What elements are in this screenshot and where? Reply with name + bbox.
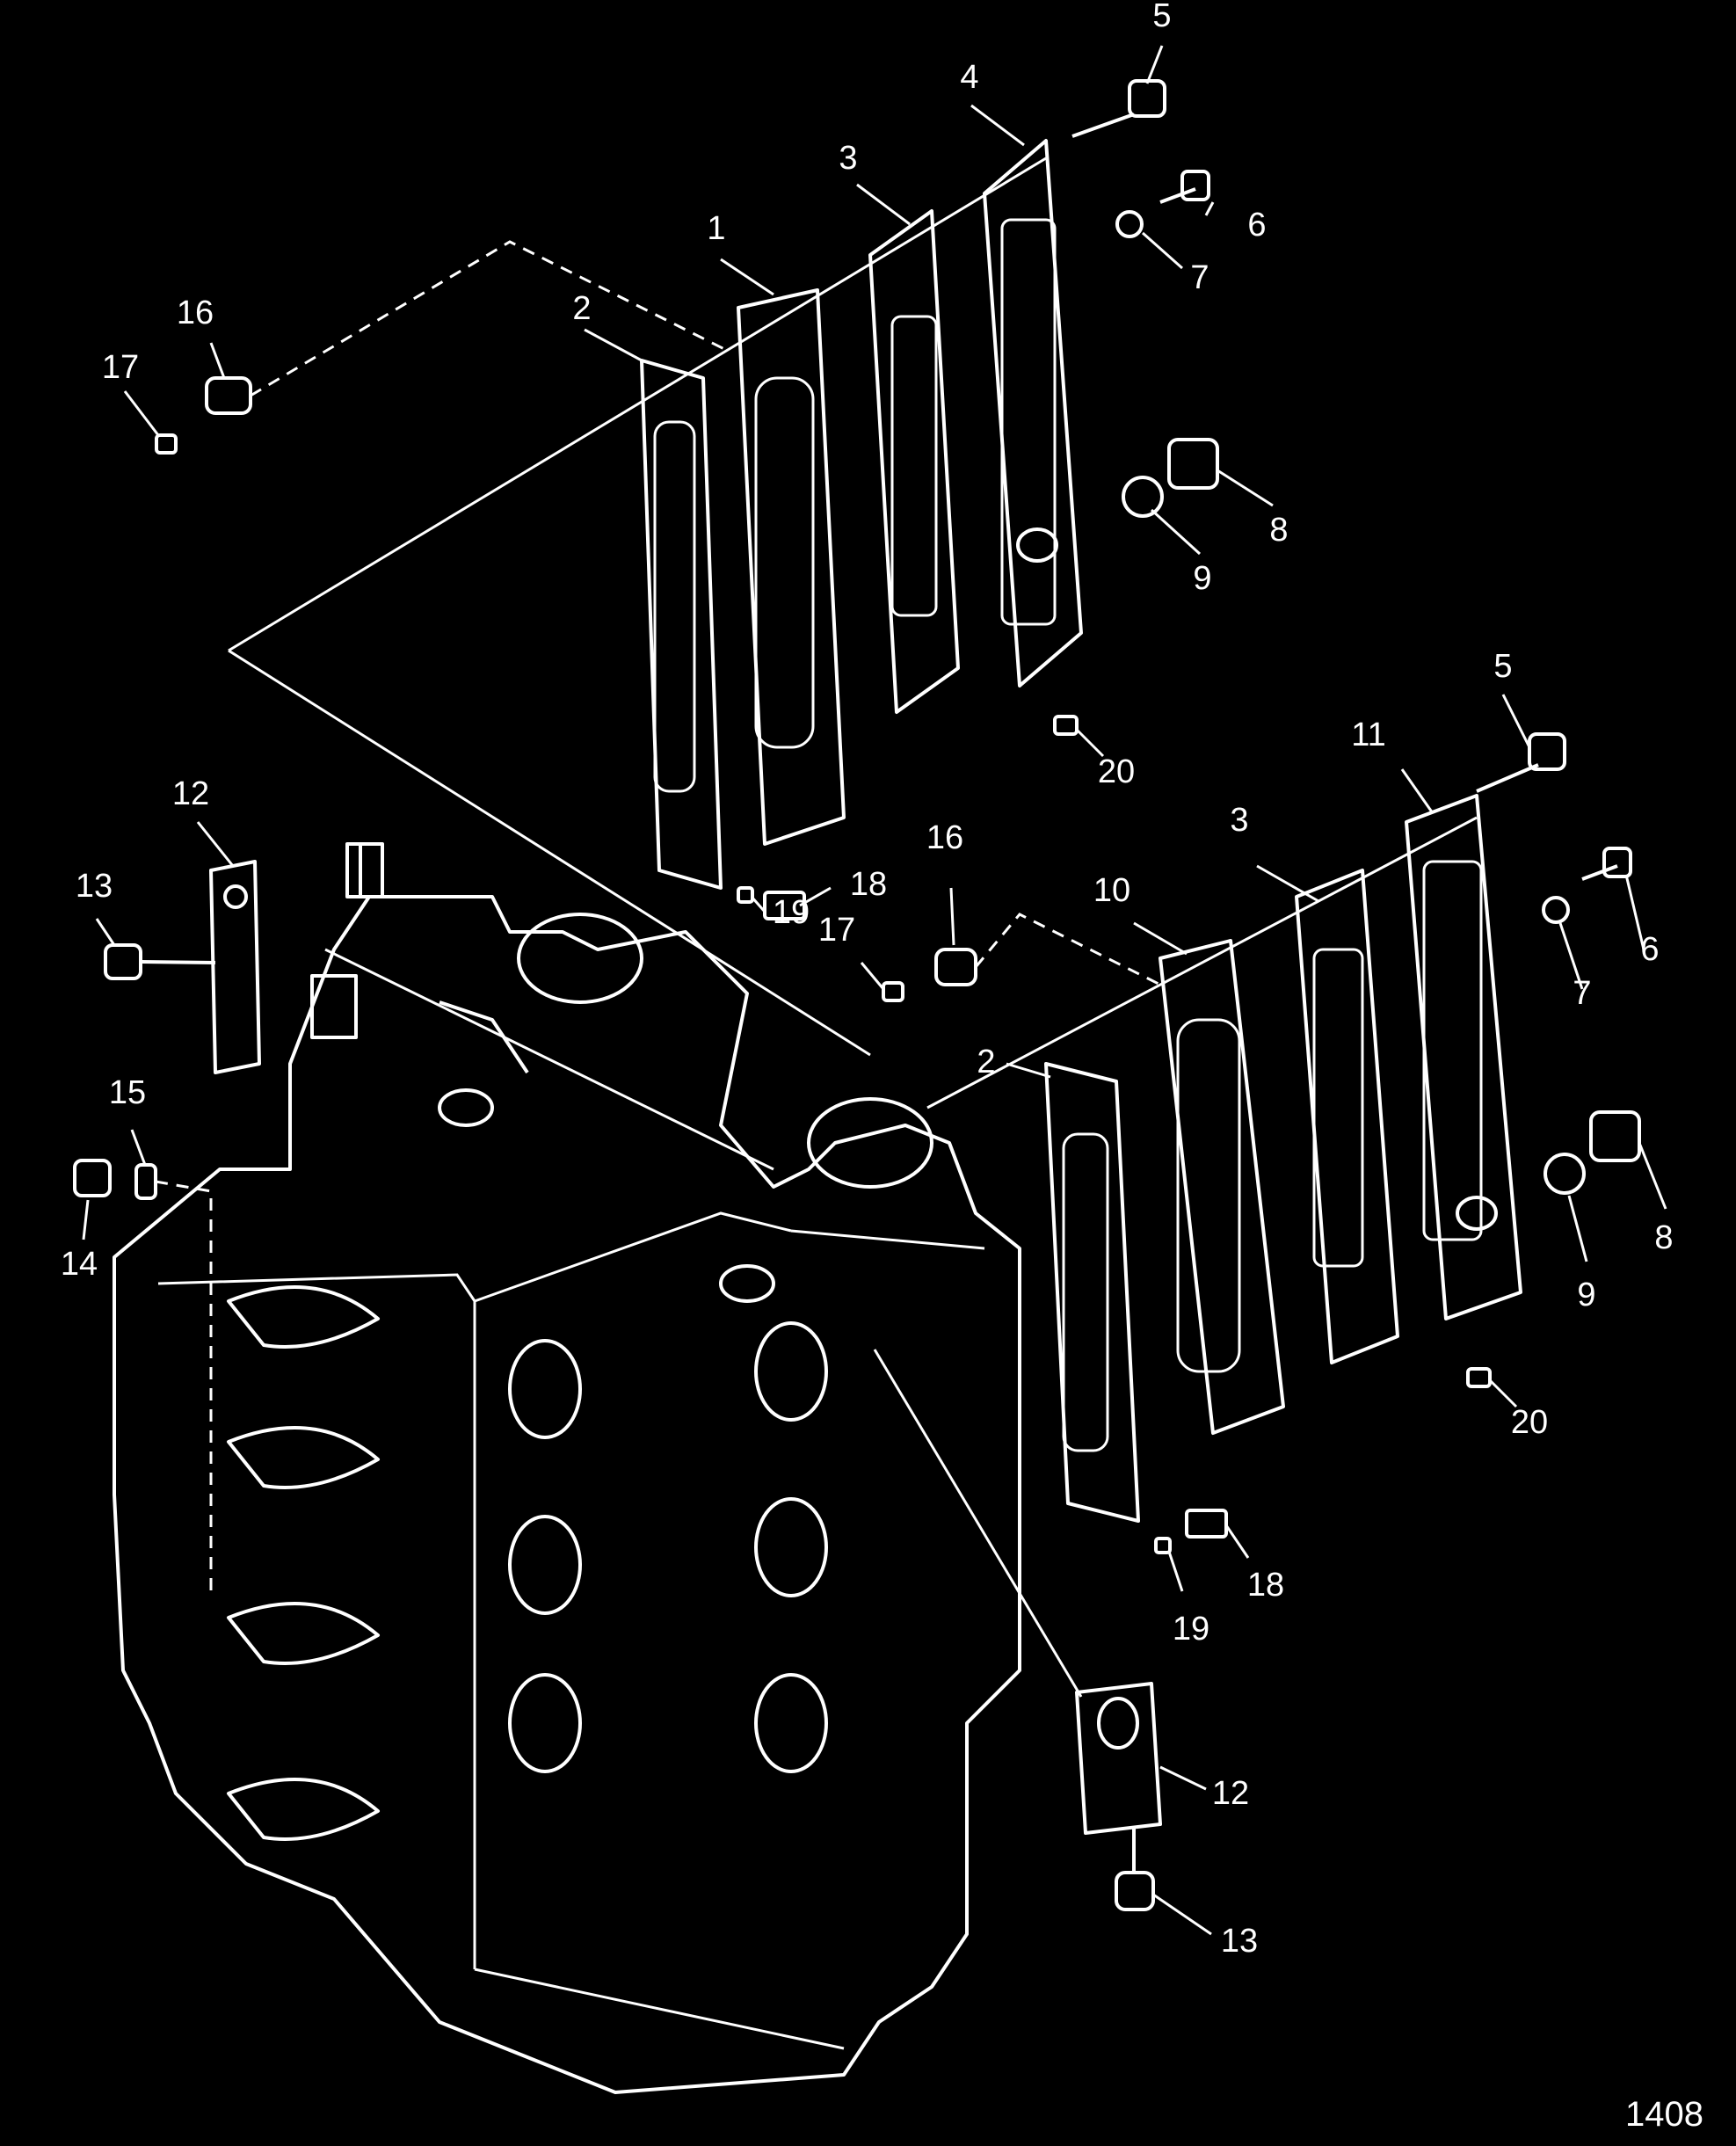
callout-5: 5 [1152, 0, 1171, 34]
lower-pin-16 [934, 948, 977, 986]
callout-7: 7 [1573, 975, 1591, 1012]
lower-plug-8 [1589, 1110, 1641, 1162]
callout-3: 3 [839, 140, 857, 177]
callout-17: 17 [102, 349, 139, 386]
upper-fitting-17 [155, 433, 178, 455]
lower-screw-19 [1154, 1537, 1172, 1554]
callout-2: 2 [977, 1044, 995, 1080]
callout-8: 8 [1269, 512, 1288, 549]
upper-cover-4 [983, 139, 1083, 687]
cylinder-block [113, 842, 1021, 2094]
lower-assembly-line [974, 913, 1161, 986]
upper-alignment-line-2 [228, 649, 871, 1057]
upper-dowel-20 [1053, 715, 1079, 736]
upper-washer-7 [1115, 210, 1144, 238]
lower-clip-18 [1185, 1509, 1228, 1539]
lower-bracket-12 [1075, 1682, 1162, 1835]
callout-11: 11 [1351, 717, 1385, 753]
callout-7: 7 [1190, 259, 1209, 296]
upper-bolt-5 [1071, 79, 1166, 138]
drain-plug-14 [73, 1159, 112, 1197]
upper-washer-9 [1122, 476, 1164, 518]
lower-gasket-2 [1044, 1062, 1140, 1523]
upper-bracket-12 [209, 860, 261, 1074]
callout-4: 4 [960, 59, 978, 96]
callout-6: 6 [1640, 931, 1659, 968]
callout-13: 13 [1221, 1923, 1258, 1960]
lower-screw-6 [1581, 847, 1632, 881]
callout-12: 12 [1212, 1775, 1249, 1812]
callout-20: 20 [1511, 1404, 1548, 1441]
lower-alignment-line [926, 816, 1478, 1109]
callout-14: 14 [61, 1246, 98, 1283]
upper-bolt-13 [104, 943, 216, 980]
upper-clip-18 [763, 891, 806, 920]
lower-washer-9 [1544, 1153, 1586, 1195]
lower-bolt-5 [1476, 732, 1566, 793]
callout-3: 3 [1230, 802, 1248, 839]
upper-alignment-line [228, 156, 1047, 652]
callout-19: 19 [1173, 1611, 1209, 1648]
upper-screw-6 [1159, 170, 1210, 204]
callout-16: 16 [177, 295, 214, 331]
callout-9: 9 [1577, 1277, 1595, 1313]
lower-gasket-3 [1295, 869, 1399, 1364]
upper-assembly-line [250, 240, 730, 397]
callout-16: 16 [926, 819, 963, 856]
upper-screw-19 [737, 886, 754, 904]
callout-17: 17 [818, 912, 855, 949]
figure-number: 1408 [1625, 2095, 1703, 2134]
lower-washer-7 [1542, 896, 1570, 924]
lower-bolt-13 [1115, 1829, 1155, 1911]
lower-bracket-line [873, 1349, 1083, 1698]
callout-labels: 5 4 3 6 1 7 16 2 17 8 9 20 5 11 12 3 16 … [61, 0, 1674, 1960]
callout-12: 12 [172, 775, 209, 812]
upper-pin-16 [205, 376, 252, 415]
lower-fitting-17 [882, 981, 904, 1002]
callout-8: 8 [1654, 1219, 1673, 1256]
callout-6: 6 [1247, 207, 1266, 244]
callout-10: 10 [1093, 872, 1130, 909]
callout-15: 15 [109, 1074, 146, 1111]
callout-2: 2 [572, 290, 591, 327]
upper-gasket-3 [868, 209, 960, 714]
callout-18: 18 [850, 866, 887, 903]
leader-lines [82, 45, 1667, 1936]
callout-19: 19 [773, 894, 810, 931]
upper-gasket-2 [640, 359, 723, 890]
lower-cover-11 [1405, 794, 1522, 1320]
upper-plug-8 [1167, 438, 1219, 490]
gasket-15 [134, 1163, 157, 1200]
callout-20: 20 [1098, 753, 1135, 790]
callout-13: 13 [76, 868, 113, 905]
callout-1: 1 [707, 210, 725, 247]
lower-cover-10 [1159, 939, 1285, 1435]
callout-9: 9 [1193, 560, 1211, 597]
callout-18: 18 [1247, 1567, 1284, 1604]
upper-cover-1 [737, 288, 846, 846]
lower-dowel-20 [1466, 1367, 1492, 1388]
callout-5: 5 [1493, 648, 1512, 685]
drain-assembly-line [155, 1180, 213, 1591]
